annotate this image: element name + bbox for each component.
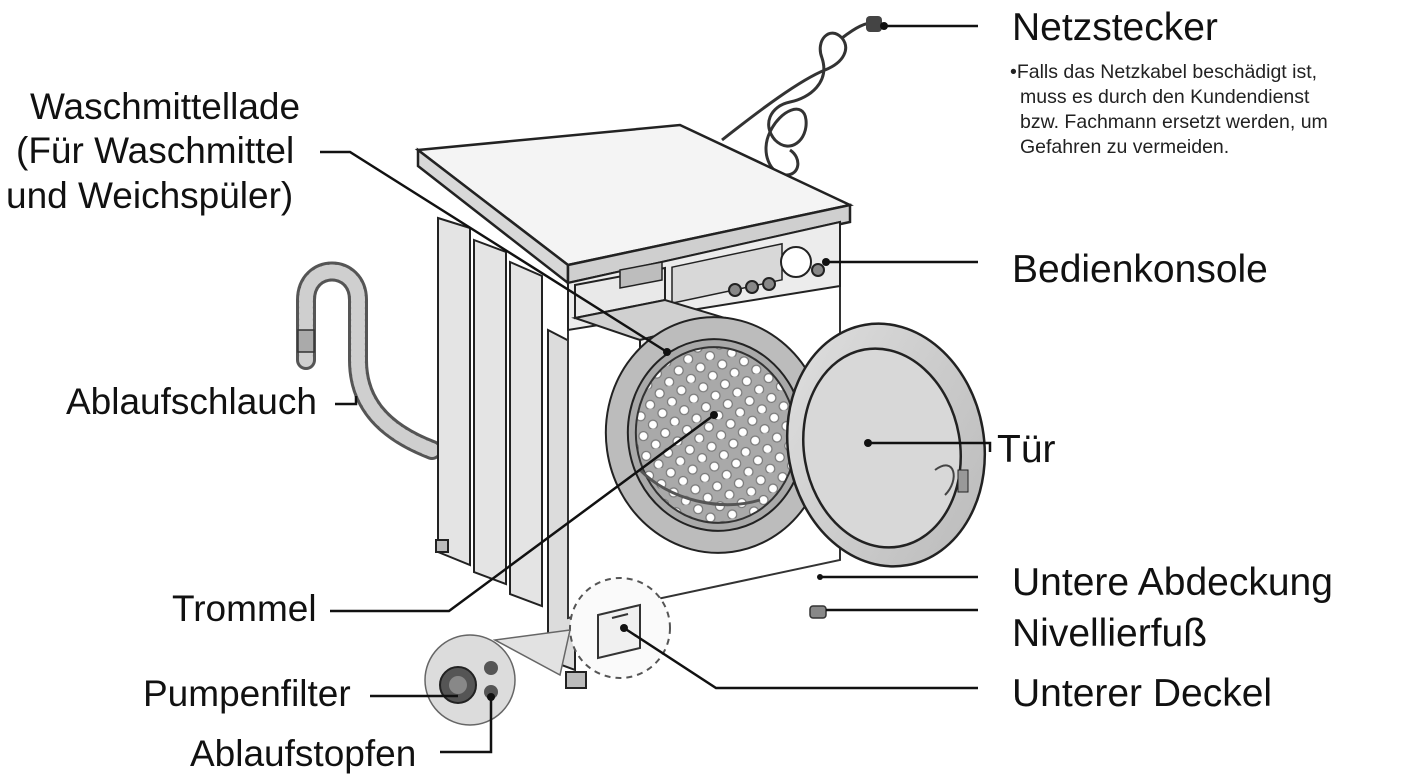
leader-ablaufstopfen	[440, 697, 493, 754]
label-waschmittellade-line3: und Weichspüler)	[6, 175, 294, 216]
label-ablaufschlauch: Ablaufschlauch	[66, 381, 317, 422]
pump-filter-callout	[424, 629, 571, 726]
label-unterer-deckel: Unterer Deckel	[1012, 672, 1273, 715]
note-line-2: muss es durch den Kundendienst	[1020, 86, 1310, 108]
label-nivellierfuss: Nivellierfuß	[1012, 612, 1208, 655]
label-untere-abdeckung: Untere Abdeckung	[1012, 561, 1333, 604]
leader-trommel	[330, 413, 715, 613]
label-waschmittellade-line2: (Für Waschmittel	[16, 130, 295, 171]
label-pumpenfilter: Pumpenfilter	[143, 673, 351, 714]
leader-ablaufschlauch	[335, 396, 358, 406]
label-trommel: Trommel	[172, 588, 317, 629]
leveling-foot	[809, 605, 827, 619]
leader-dots	[487, 258, 872, 701]
leader-waschmittellade	[320, 150, 668, 354]
label-netzkabel-note: •Falls das Netzkabel beschädigt ist, mus…	[1010, 60, 1328, 160]
drain-hose	[296, 261, 442, 460]
leader-lines	[320, 24, 992, 754]
note-line-3: bzw. Fachmann ersetzt werden, um	[1020, 111, 1328, 133]
note-line-1: •Falls das Netzkabel beschädigt ist,	[1010, 61, 1318, 83]
label-netzstecker: Netzstecker	[1012, 6, 1218, 49]
label-tuer: Tür	[997, 428, 1056, 471]
top-lid	[414, 123, 854, 286]
label-waschmittellade: Waschmittellade	[30, 86, 301, 127]
leader-unterer-deckel	[623, 626, 978, 690]
label-bedienkonsole: Bedienkonsole	[1012, 248, 1268, 291]
label-ablaufstopfen: Ablaufstopfen	[190, 733, 417, 774]
note-line-4: Gefahren zu vermeiden.	[1020, 136, 1230, 158]
door	[785, 322, 987, 568]
power-cord	[721, 20, 879, 177]
side-panels	[435, 216, 587, 689]
plug-icon	[866, 16, 888, 32]
leader-tuer	[868, 441, 992, 452]
